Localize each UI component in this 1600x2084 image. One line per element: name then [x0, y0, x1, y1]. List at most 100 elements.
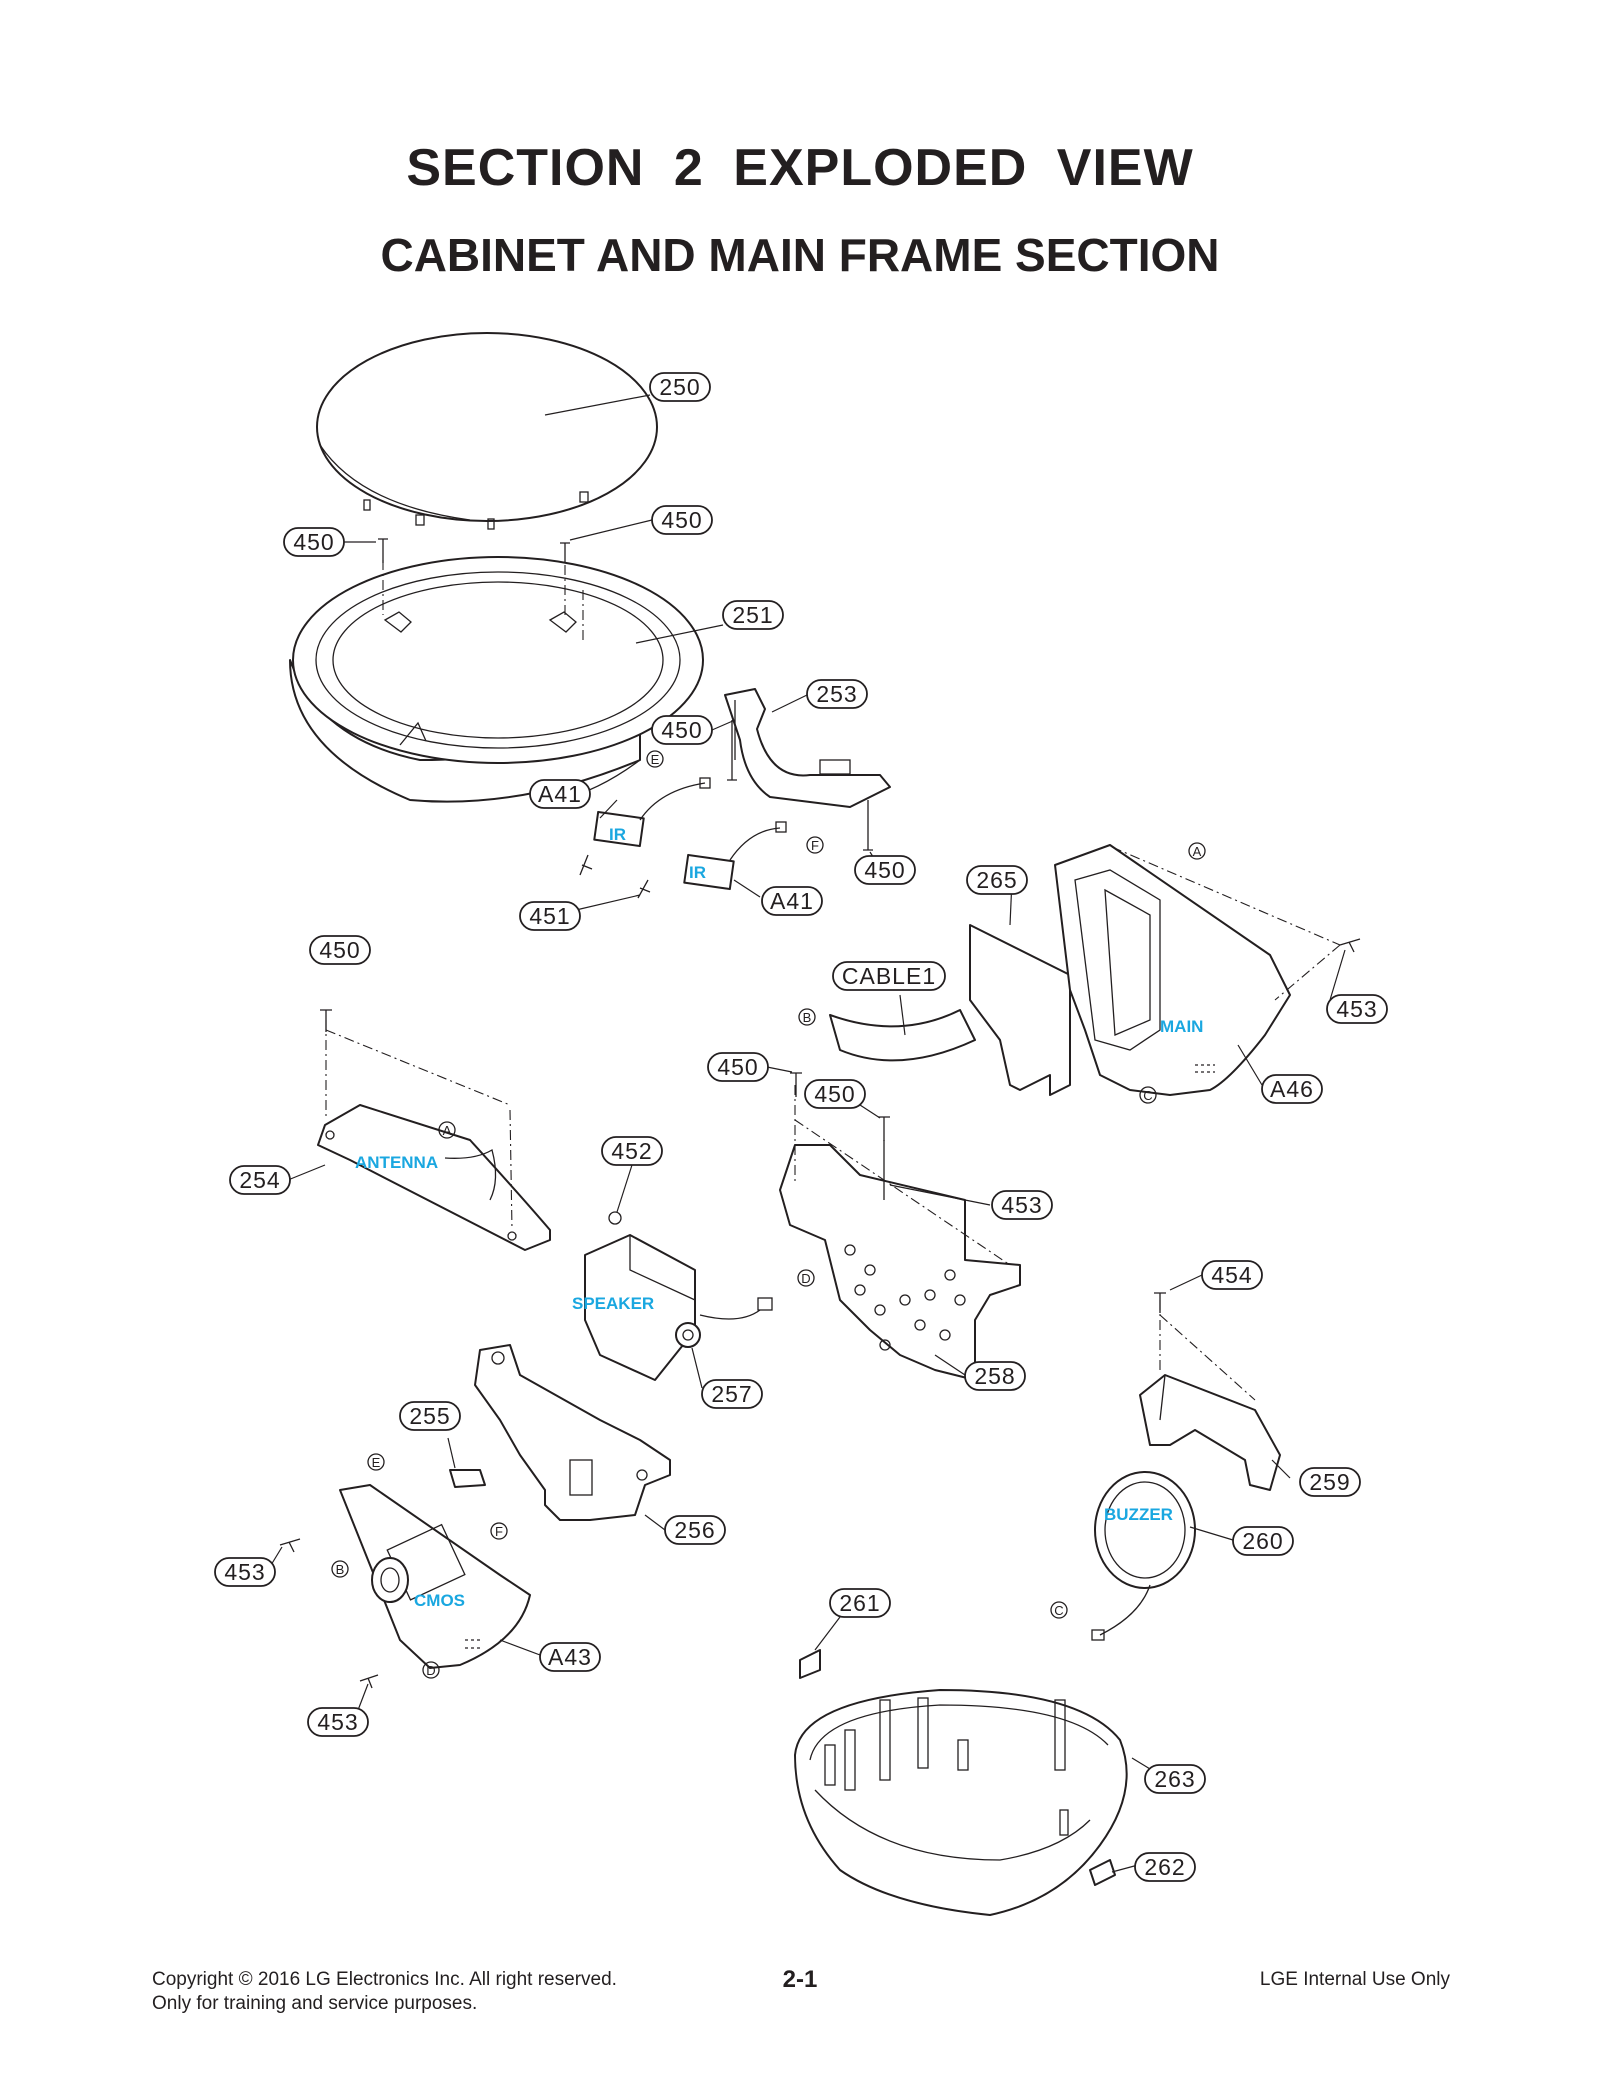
leader-lines [267, 394, 1346, 1873]
part-257-speaker [584, 1211, 773, 1381]
part-250-top-cover [316, 332, 658, 530]
part-265-sheet [969, 924, 1071, 1096]
callout-451: 451 [519, 901, 581, 931]
callout-453-a: 453 [1326, 994, 1388, 1024]
part-261 [799, 1649, 821, 1679]
copyright-text: Copyright © 2016 LG Electronics Inc. All… [152, 1969, 617, 1990]
part-254-antenna-plate [317, 1104, 551, 1251]
connector-b-1: B [798, 1008, 816, 1026]
svg-text:265: 265 [976, 867, 1017, 893]
svg-text:254: 254 [239, 1167, 280, 1193]
connector-f-1: F [806, 836, 824, 854]
svg-text:450: 450 [661, 717, 702, 743]
svg-text:E: E [651, 752, 660, 767]
connector-c-2: C [1050, 1601, 1068, 1619]
svg-text:A: A [1193, 844, 1202, 859]
callout-450-b: 450 [651, 505, 713, 535]
part-259-bracket [1139, 1374, 1281, 1491]
part-258-frame [779, 1144, 1021, 1381]
purpose-text: Only for training and service purposes. [152, 1993, 478, 2014]
callout-453-d: 453 [307, 1707, 369, 1737]
svg-text:A41: A41 [770, 888, 814, 914]
label-buzzer: BUZZER [1104, 1505, 1173, 1524]
callout-258: 258 [964, 1361, 1026, 1391]
svg-text:262: 262 [1144, 1854, 1185, 1880]
svg-text:250: 250 [659, 374, 700, 400]
callout-452: 452 [601, 1136, 663, 1166]
callout-254: 254 [229, 1165, 291, 1195]
svg-text:261: 261 [839, 1590, 880, 1616]
svg-text:258: 258 [974, 1363, 1015, 1389]
callout-450-g: 450 [804, 1079, 866, 1109]
callout-261: 261 [829, 1588, 891, 1618]
callout-450-e: 450 [309, 935, 371, 965]
svg-text:450: 450 [864, 857, 905, 883]
callout-454: 454 [1201, 1260, 1263, 1290]
svg-text:453: 453 [1336, 996, 1377, 1022]
part-a46-main-board [1054, 844, 1291, 1096]
callout-253: 253 [806, 679, 868, 709]
connector-a-1: A [1188, 842, 1206, 860]
svg-text:A43: A43 [548, 1644, 592, 1670]
connector-b-2: B [331, 1560, 349, 1578]
callout-251: 251 [722, 600, 784, 630]
svg-text:452: 452 [611, 1138, 652, 1164]
svg-text:450: 450 [814, 1081, 855, 1107]
part-a41-ir-modules [579, 777, 787, 899]
svg-text:D: D [426, 1663, 435, 1678]
part-255-pad [449, 1469, 486, 1488]
svg-text:C: C [1143, 1088, 1152, 1103]
part-cable1 [829, 1009, 976, 1062]
svg-text:450: 450 [661, 507, 702, 533]
svg-text:255: 255 [409, 1403, 450, 1429]
callout-453-b: 453 [991, 1190, 1053, 1220]
part-251-ring [289, 556, 704, 803]
callout-cable1: CABLE1 [832, 961, 946, 991]
svg-text:450: 450 [717, 1054, 758, 1080]
svg-text:454: 454 [1211, 1262, 1252, 1288]
callout-a43: A43 [539, 1642, 601, 1672]
svg-text:453: 453 [224, 1559, 265, 1585]
label-speaker: SPEAKER [572, 1294, 654, 1313]
label-antenna: ANTENNA [355, 1153, 438, 1172]
part-260-buzzer [1091, 1471, 1196, 1641]
part-a43-cmos-board [339, 1484, 531, 1669]
svg-text:CABLE1: CABLE1 [842, 963, 936, 989]
svg-text:251: 251 [732, 602, 773, 628]
svg-text:453: 453 [317, 1709, 358, 1735]
callout-259: 259 [1299, 1467, 1361, 1497]
svg-text:A41: A41 [538, 781, 582, 807]
callout-255: 255 [399, 1401, 461, 1431]
connector-d-1: D [797, 1269, 815, 1287]
callout-265: 265 [966, 865, 1028, 895]
callout-450-a: 450 [283, 527, 345, 557]
callout-263: 263 [1144, 1764, 1206, 1794]
svg-text:C: C [1054, 1603, 1063, 1618]
callout-257: 257 [701, 1379, 763, 1409]
section-title: SECTION 2 EXPLODED VIEW [406, 139, 1194, 197]
connector-c-1: C [1139, 1086, 1157, 1104]
footer-classification: LGE Internal Use Only [1259, 1969, 1450, 1990]
svg-text:253: 253 [816, 681, 857, 707]
callout-453-c: 453 [214, 1557, 276, 1587]
svg-text:A46: A46 [1270, 1076, 1314, 1102]
callout-450-d: 450 [854, 855, 916, 885]
svg-text:F: F [811, 838, 819, 853]
svg-text:260: 260 [1242, 1528, 1283, 1554]
part-262 [1089, 1859, 1116, 1886]
svg-text:259: 259 [1309, 1469, 1350, 1495]
callout-256: 256 [664, 1515, 726, 1545]
connector-a-2: A [438, 1121, 456, 1139]
callout-a41-b: A41 [761, 886, 823, 916]
svg-text:257: 257 [711, 1381, 752, 1407]
part-253-bracket [724, 688, 891, 808]
label-ir-2: IR [689, 863, 706, 882]
svg-text:E: E [372, 1455, 381, 1470]
callout-250: 250 [649, 372, 711, 402]
part-263-lower-housing [794, 1689, 1128, 1916]
part-256-bracket [474, 1344, 671, 1521]
footer-copyright: Copyright © 2016 LG Electronics Inc. All… [152, 1968, 617, 2016]
svg-text:B: B [803, 1010, 812, 1025]
callout-262: 262 [1134, 1852, 1196, 1882]
connector-e-1: E [646, 750, 664, 768]
